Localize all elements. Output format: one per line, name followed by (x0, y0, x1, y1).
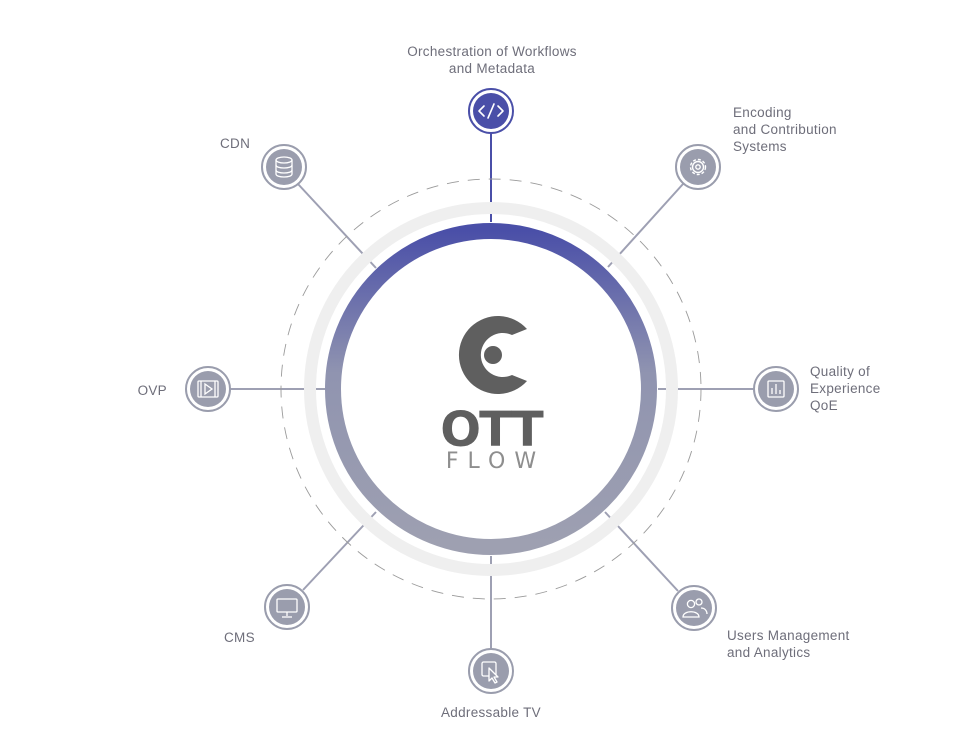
node-addressable-tv[interactable] (468, 648, 514, 694)
gear-icon (689, 158, 707, 176)
bar-chart-icon (767, 380, 785, 398)
database-icon (275, 156, 293, 178)
node-cdn[interactable] (261, 144, 307, 190)
code-icon (478, 103, 504, 119)
users-icon (682, 598, 708, 618)
label-encoding: Encoding and Contribution Systems (733, 105, 837, 154)
node-cms[interactable] (264, 584, 310, 630)
faint-ring (304, 202, 678, 576)
label-cms: CMS (224, 630, 255, 645)
node-encoding[interactable] (675, 144, 721, 190)
node-qoe[interactable] (753, 366, 799, 412)
label-addressable-tv: Addressable TV (440, 705, 541, 720)
node-orchestration[interactable] (468, 88, 514, 134)
label-users: Users Management and Analytics (727, 628, 850, 660)
spoke-encoding (607, 183, 684, 268)
node-ovp[interactable] (185, 366, 231, 412)
film-play-icon (197, 380, 219, 398)
logo-flow-text: FLOW (445, 449, 546, 474)
node-users[interactable] (671, 585, 717, 631)
label-ovp: OVP (137, 383, 167, 398)
label-cdn: CDN (220, 136, 251, 151)
cursor-click-icon (481, 661, 499, 684)
monitor-icon (276, 598, 298, 618)
label-orchestration: Orchestration of Workflows and Metadata (407, 44, 577, 76)
dashed-ring (280, 178, 702, 600)
logo-ott-text: OTT (440, 402, 543, 458)
ott-flow-c-logo (458, 316, 527, 394)
label-qoe: Quality of Experience QoE (810, 364, 881, 413)
